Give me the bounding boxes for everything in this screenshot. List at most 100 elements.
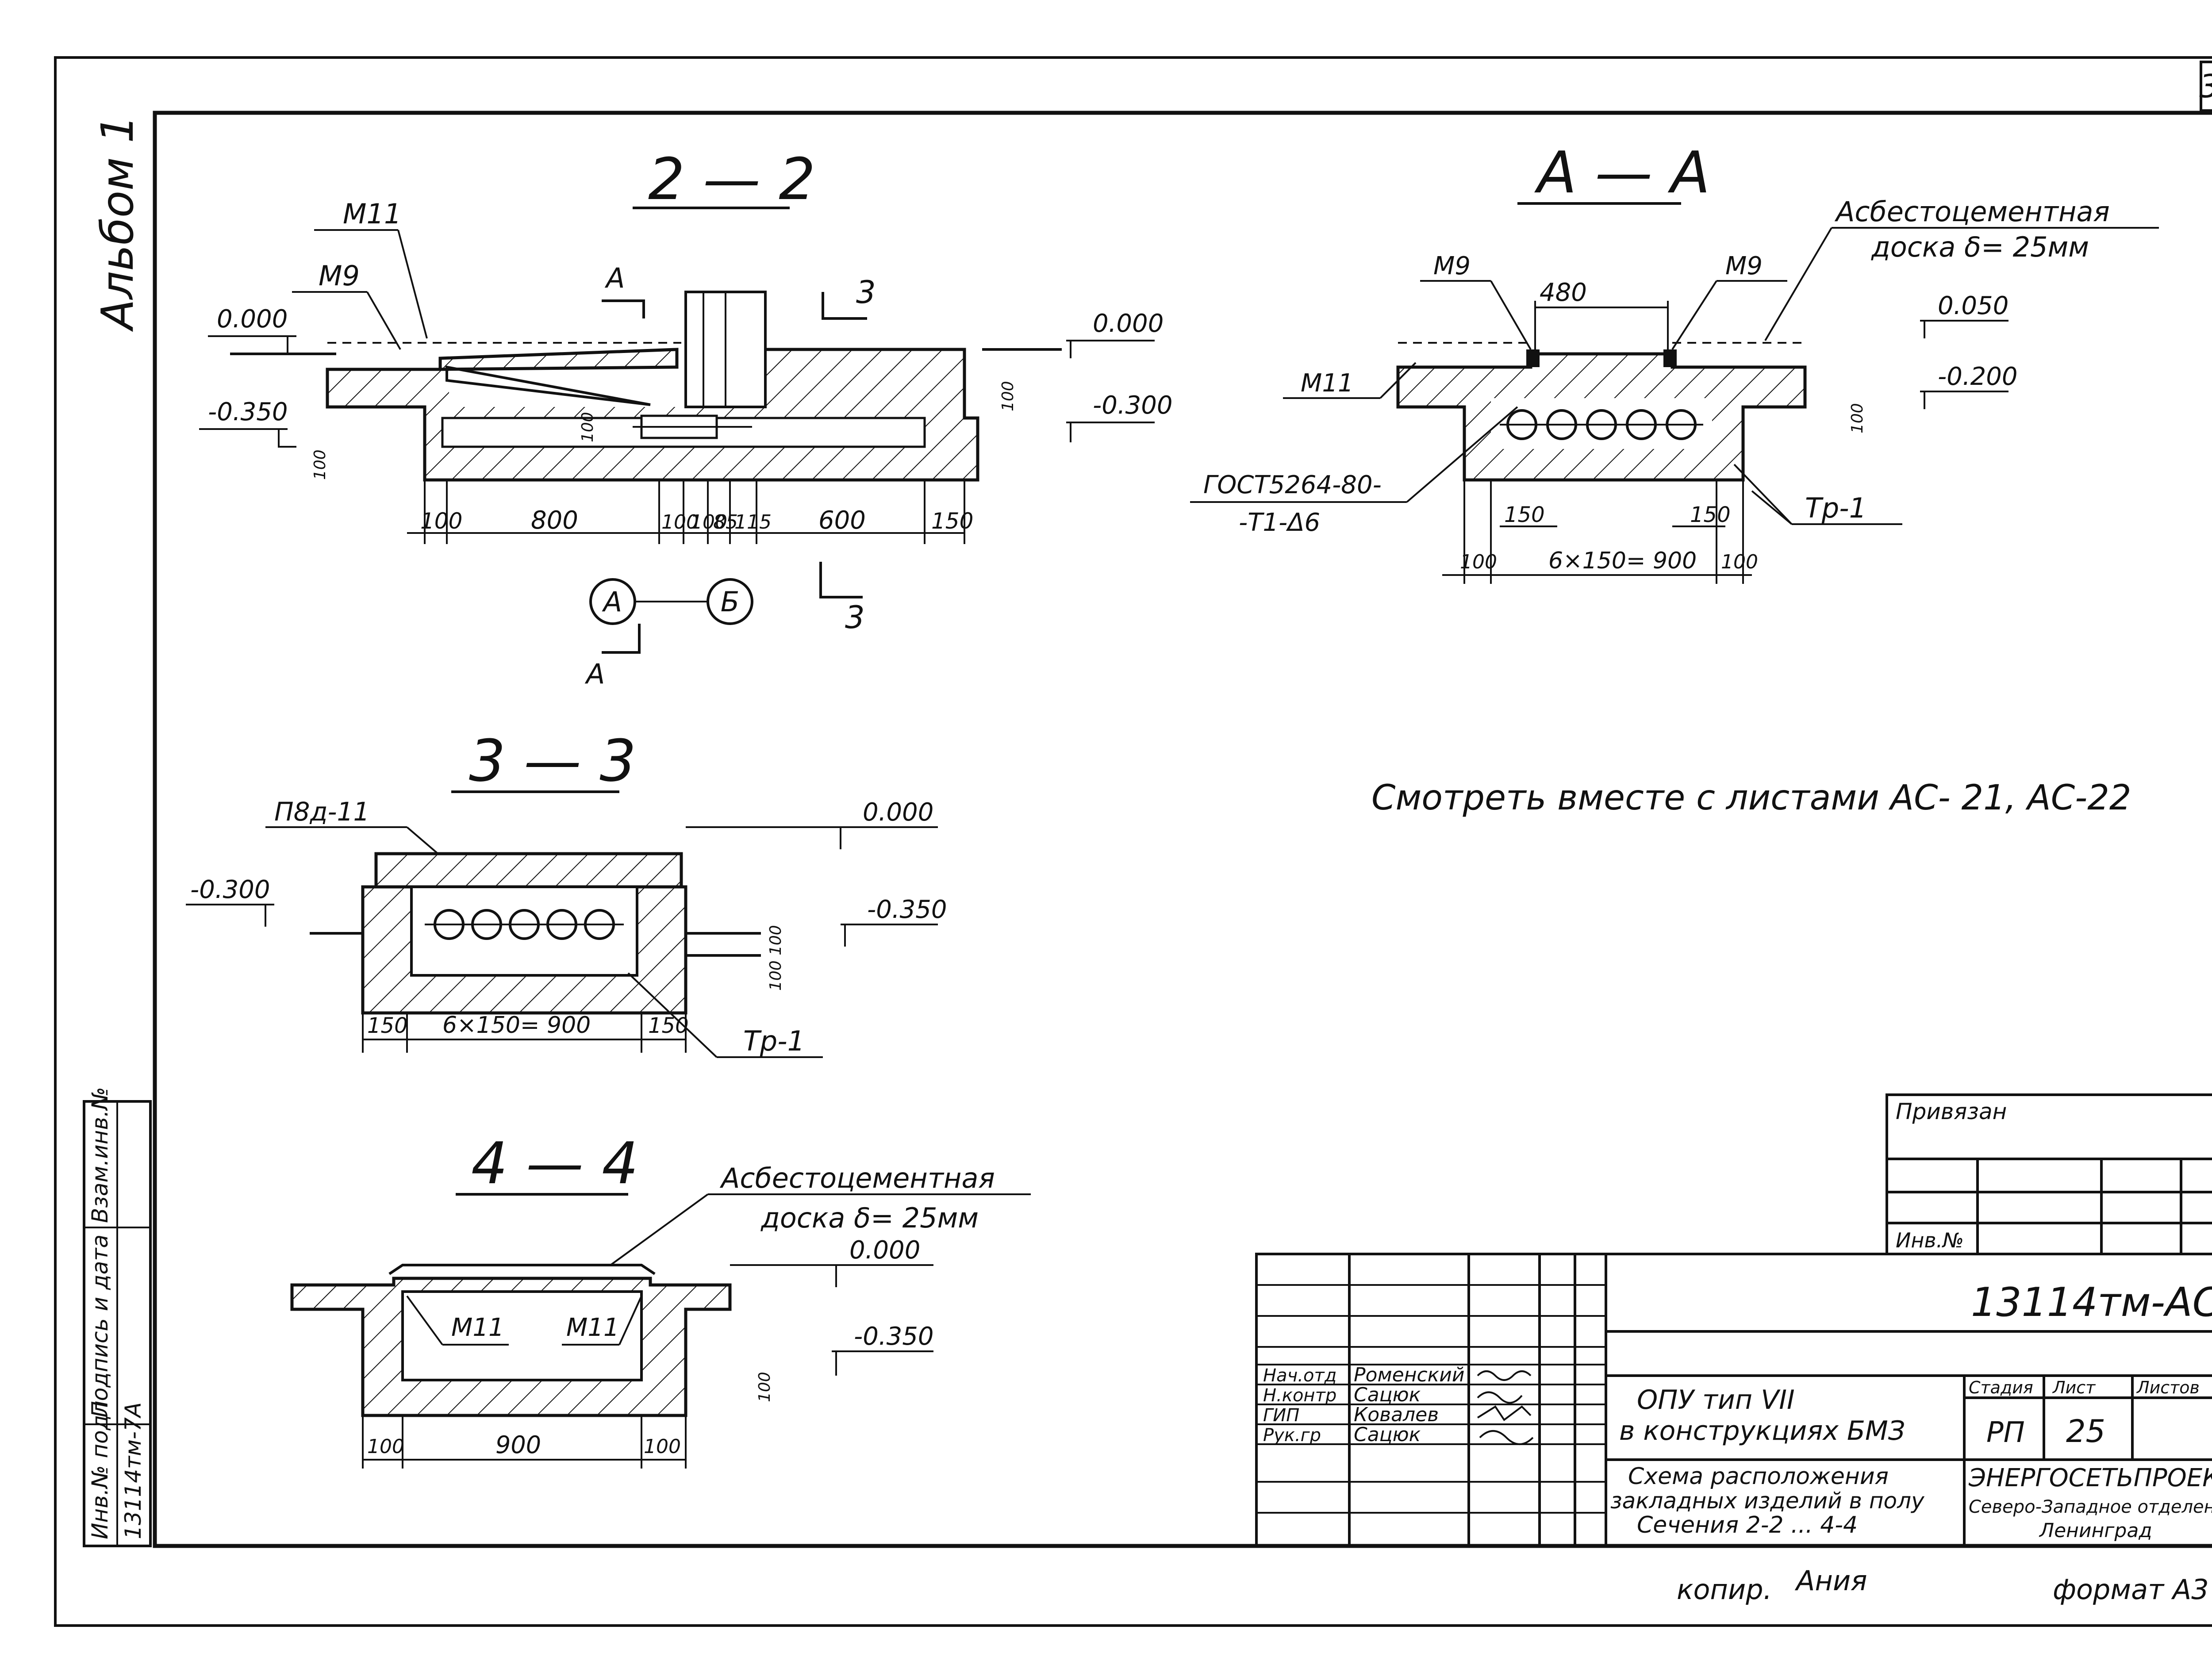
s22-dim-0: 100 — [420, 508, 462, 534]
tb-sheet-header: Лист — [2052, 1378, 2096, 1397]
aa-level-050: 0.050 — [1938, 291, 2008, 320]
section-a-a-title: А — А — [1534, 139, 1710, 206]
s33-level-0: 0.000 — [863, 798, 933, 827]
s33-callout-tr1: Тр-1 — [743, 1025, 805, 1057]
s44-board-thickness: доска δ= 25мм — [760, 1202, 979, 1234]
s33-dim-900: 6×150= 900 — [442, 1012, 591, 1039]
s33-dim-100-b: 100 — [767, 960, 785, 991]
inner-frame — [153, 111, 2212, 1548]
album-label: Альбом 1 — [92, 115, 143, 332]
sheet-number-box — [2200, 61, 2212, 112]
signature-mark — [1477, 1370, 1532, 1381]
aa-dim-150-left: 150 — [1504, 502, 1545, 527]
format-label: формат А3 — [2053, 1573, 2209, 1606]
s44-dim-100-left: 100 — [367, 1435, 404, 1458]
copy-label: копир. — [1677, 1573, 1772, 1606]
s44-level-350: -0.350 — [854, 1322, 934, 1351]
s22-level-left-0: 0.000 — [217, 305, 288, 334]
s22-dim-6: 600 — [818, 506, 866, 535]
side-inv-value: 13114тм-7А — [120, 1402, 146, 1539]
aa-dim-900: 6×150= 900 — [1548, 548, 1697, 574]
s33-callout-p8d11: П8д-11 — [274, 797, 369, 827]
side-inv-orig: Инв.№ подл — [87, 1401, 113, 1539]
side-stamp: Инв.№ подл Подпись и дата Взам.инв.№ 131… — [83, 1087, 152, 1547]
s22-dim-1: 800 — [531, 506, 578, 535]
s33-level-350: -0.350 — [867, 895, 947, 924]
aa-callout-m11: М11 — [1301, 369, 1354, 398]
s22-dim-4: 85 — [713, 511, 738, 533]
s22-level-right-300: -0.300 — [1093, 391, 1173, 420]
s44-dim-100-vert: 100 — [756, 1372, 774, 1402]
s22-level-right-0: 0.000 — [1093, 309, 1164, 338]
s22-dim-9: 100 — [999, 381, 1017, 411]
tb-linked: Привязан — [1896, 1099, 2007, 1124]
s22-dim-2: 100 — [661, 511, 699, 533]
copy-name: Ания — [1794, 1565, 1867, 1597]
s44-dim-900: 900 — [495, 1431, 541, 1459]
s22-dim-3: 100 — [690, 511, 727, 533]
s33-level-300: -0.300 — [190, 875, 270, 904]
tb-code: 13114тм-АС — [1971, 1279, 2212, 1326]
tb-stage: РП — [1986, 1416, 2025, 1449]
signature-mark — [1479, 1430, 1534, 1445]
section-4-4-title: 4 — 4 — [471, 1130, 638, 1197]
s44-callout-m11-right: М11 — [566, 1313, 619, 1342]
aa-board-label: Асбестоцементная — [1834, 196, 2110, 228]
axis-b-label: Б — [721, 586, 740, 618]
s22-level-left-350: -0.350 — [208, 398, 288, 426]
s22-cut-a-top: А — [604, 262, 625, 294]
aa-dim-100-vert: 100 — [1848, 403, 1866, 433]
tb-org-line1: ЭНЕРГОСЕТЬПРОЕКТ — [1968, 1464, 2212, 1492]
s33-dim-100-a: 100 — [767, 925, 785, 955]
s22-cut-3-top: 3 — [856, 274, 876, 311]
tb-name-3: Сацюк — [1354, 1423, 1421, 1446]
s44-callout-m11-left: М11 — [451, 1313, 504, 1342]
aa-callout-m9-left: М9 — [1433, 252, 1471, 280]
s44-dim-100-right: 100 — [644, 1435, 681, 1458]
tb-role-3: Рук.гр — [1263, 1425, 1321, 1446]
s22-dim-10: 100 — [311, 449, 329, 480]
s33-dim-150-right: 150 — [648, 1013, 689, 1038]
signature-mark — [1477, 1405, 1532, 1421]
tb-sheet: 25 — [2066, 1413, 2105, 1450]
side-signature-date: Подпись и дата — [87, 1235, 113, 1418]
s22-callout-m11: М11 — [343, 198, 401, 230]
aa-level-200: -0.200 — [1938, 362, 2018, 391]
s44-level-0: 0.000 — [849, 1236, 920, 1265]
side-replace-inv: Взам.инв.№ — [87, 1087, 113, 1223]
aa-dim-480: 480 — [1540, 278, 1587, 307]
embedded-plate-m9 — [438, 348, 679, 371]
aa-callout-gost: ГОСТ5264-80- — [1203, 471, 1382, 499]
s22-callout-m9: М9 — [319, 260, 360, 292]
aa-callout-m9-right: М9 — [1725, 252, 1763, 280]
tb-name-2: Ковалев — [1354, 1404, 1439, 1426]
tb-name-1: Сацюк — [1354, 1384, 1421, 1406]
see-also-note: Смотреть вместе с листами АС- 21, АС-22 — [1371, 778, 2131, 818]
section-3-3-title: 3 — 3 — [469, 727, 636, 794]
tb-drawing-line3: Сечения 2-2 ... 4-4 — [1637, 1512, 1858, 1538]
s22-cut-a-bottom: А — [584, 658, 605, 690]
s22-dim-5: 115 — [734, 511, 772, 533]
tb-org-line3: Ленинград — [2039, 1519, 2152, 1542]
s33-cover-slab — [374, 852, 683, 889]
section-2-2-title: 2 — 2 — [648, 146, 815, 213]
section-4-4: 4 — 4 Асбестоцементная доска δ= 25мм М11… — [290, 1130, 1031, 1469]
aa-dim-100-left: 100 — [1460, 551, 1497, 573]
aa-dim-100-right: 100 — [1721, 551, 1758, 573]
section-3-3: 3 — 3 П8д-11 Тр-1 0.000 -0.300 -0.350 — [186, 727, 947, 1058]
aa-dim-150-right: 150 — [1690, 502, 1731, 527]
tb-role-1: Н.контр — [1263, 1385, 1336, 1406]
s22-dim-8: 100 — [579, 412, 597, 442]
tb-sheets-header: Листов — [2136, 1378, 2200, 1397]
section-a-a: А — А Асбестоцементная доска δ= 25мм М9 … — [1190, 139, 2159, 584]
sheet-number: 32 — [2199, 68, 2212, 105]
tb-drawing-line1: Схема расположения — [1628, 1463, 1889, 1490]
aa-board-thickness: доска δ= 25мм — [1871, 231, 2089, 263]
tb-inv-no: Инв.№ — [1896, 1228, 1964, 1252]
s44-board-label: Асбестоцементная — [719, 1162, 995, 1194]
axis-a-label: А — [602, 586, 622, 618]
tb-name-0: Роменский — [1354, 1364, 1464, 1386]
title-block: Привязан Инв.№ Нач.отд Роменский Н.контр… — [1255, 1093, 2212, 1547]
outer-frame — [54, 56, 2212, 1627]
